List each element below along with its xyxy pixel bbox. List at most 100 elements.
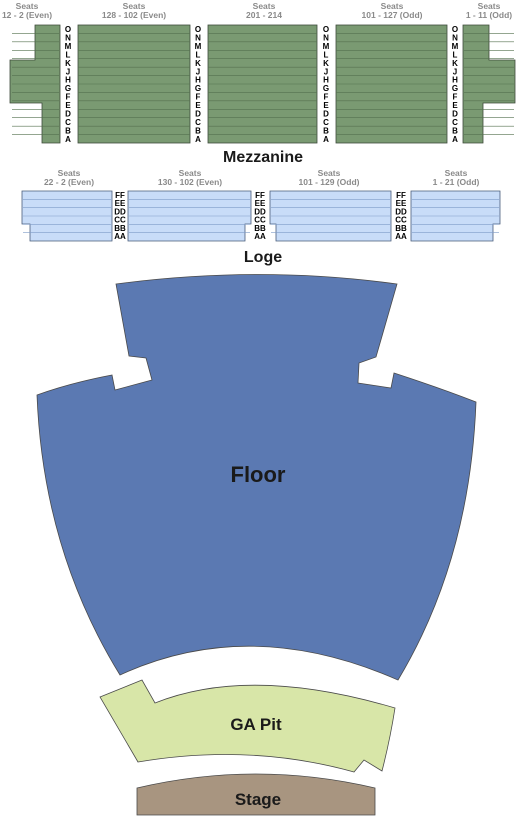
row-label: K	[452, 59, 458, 68]
row-label: M	[195, 42, 202, 51]
row-label: J	[196, 67, 200, 76]
row-label: K	[65, 59, 71, 68]
row-label: E	[452, 101, 458, 110]
row-label: BB	[395, 224, 407, 233]
row-label: H	[323, 76, 329, 85]
seat-range-label: Seats	[179, 168, 202, 178]
row-label: N	[323, 33, 329, 42]
row-label: D	[195, 110, 201, 119]
seat-range-label: Seats	[318, 168, 341, 178]
stage-label: Stage	[235, 790, 281, 809]
row-label: E	[195, 101, 201, 110]
row-label: D	[452, 110, 458, 119]
row-label: H	[65, 76, 71, 85]
row-label: BB	[114, 224, 126, 233]
mezzanine-title: Mezzanine	[223, 149, 303, 166]
row-label: A	[195, 135, 201, 144]
row-label: FF	[255, 191, 265, 200]
seat-range-value: 101 - 129 (Odd)	[299, 177, 360, 187]
row-label: CC	[254, 216, 266, 225]
row-label: K	[323, 59, 329, 68]
row-label: F	[324, 93, 329, 102]
row-label: A	[65, 135, 71, 144]
row-label: J	[324, 67, 328, 76]
row-label: O	[195, 25, 201, 34]
row-label: B	[323, 126, 329, 135]
row-label: BB	[254, 224, 266, 233]
row-label: J	[453, 67, 457, 76]
row-label: CC	[395, 216, 407, 225]
row-label: G	[195, 84, 201, 93]
seat-range-value: 1 - 21 (Odd)	[433, 177, 480, 187]
ga-pit-section[interactable]	[99, 679, 396, 773]
seat-range-label: Seats	[58, 168, 81, 178]
row-label: K	[195, 59, 201, 68]
row-label: CC	[114, 216, 126, 225]
floor-label: Floor	[231, 462, 286, 487]
row-label: M	[323, 42, 330, 51]
row-label: EE	[255, 199, 266, 208]
row-label: N	[65, 33, 71, 42]
row-label: C	[323, 118, 329, 127]
row-label: D	[65, 110, 71, 119]
row-label: F	[453, 93, 458, 102]
seat-range-label: Seats	[478, 1, 501, 11]
row-label: O	[452, 25, 458, 34]
seat-range-label: Seats	[123, 1, 146, 11]
row-label: G	[452, 84, 458, 93]
seat-range-value: 128 - 102 (Even)	[102, 10, 166, 20]
row-label: H	[452, 76, 458, 85]
seat-range-value: 12 - 2 (Even)	[2, 10, 52, 20]
row-label: D	[323, 110, 329, 119]
row-label: DD	[395, 207, 407, 216]
row-label: C	[452, 118, 458, 127]
floor-section[interactable]	[36, 274, 477, 681]
seat-range-label: Seats	[16, 1, 39, 11]
row-label: DD	[114, 207, 126, 216]
row-label: G	[323, 84, 329, 93]
seat-range-label: Seats	[381, 1, 404, 11]
row-label: F	[66, 93, 71, 102]
seat-range-label: Seats	[445, 168, 468, 178]
row-label: A	[323, 135, 329, 144]
loge-title: Loge	[244, 249, 282, 266]
row-label: DD	[254, 207, 266, 216]
row-label: F	[196, 93, 201, 102]
row-label: B	[452, 126, 458, 135]
row-label: C	[195, 118, 201, 127]
row-label: B	[195, 126, 201, 135]
row-label: EE	[115, 199, 126, 208]
row-label: AA	[254, 232, 266, 241]
row-label: O	[323, 25, 329, 34]
row-label: M	[452, 42, 459, 51]
ga-pit-label: GA Pit	[230, 715, 282, 734]
row-label: AA	[395, 232, 407, 241]
row-label: N	[195, 33, 201, 42]
row-label: L	[196, 50, 201, 59]
row-label: J	[66, 67, 70, 76]
stage-section	[136, 773, 376, 816]
row-label: AA	[114, 232, 126, 241]
row-label: B	[65, 126, 71, 135]
row-label: L	[66, 50, 71, 59]
seat-range-value: 101 - 127 (Odd)	[362, 10, 423, 20]
row-label: A	[452, 135, 458, 144]
row-label: E	[65, 101, 71, 110]
seat-range-value: 22 - 2 (Even)	[44, 177, 94, 187]
row-label: M	[65, 42, 72, 51]
seat-range-value: 130 - 102 (Even)	[158, 177, 222, 187]
row-label: L	[324, 50, 329, 59]
seat-range-value: 1 - 11 (Odd)	[466, 10, 512, 20]
seat-range-label: Seats	[253, 1, 276, 11]
row-label: L	[453, 50, 458, 59]
row-label: G	[65, 84, 71, 93]
row-label: EE	[396, 199, 407, 208]
row-label: E	[323, 101, 329, 110]
row-label: H	[195, 76, 201, 85]
row-label: C	[65, 118, 71, 127]
seat-range-value: 201 - 214	[246, 10, 282, 20]
row-label: N	[452, 33, 458, 42]
